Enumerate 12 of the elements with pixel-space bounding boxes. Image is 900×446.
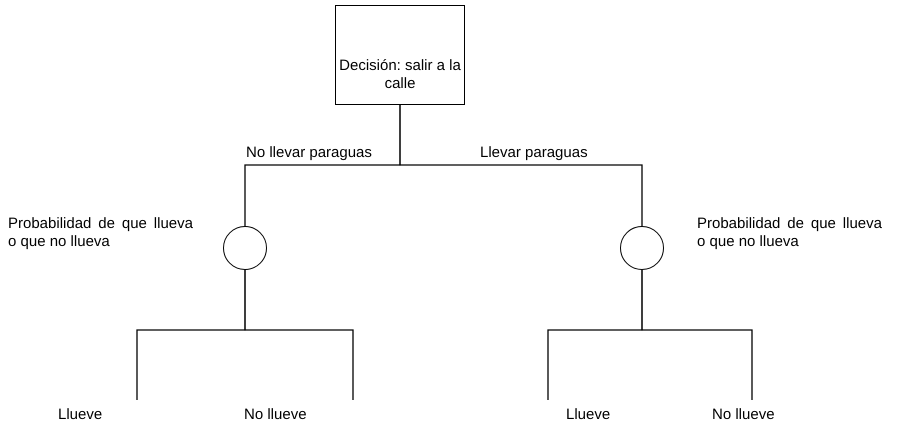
connector-line (641, 270, 753, 400)
outcome-label: Llueve (566, 400, 626, 424)
edge-label: No llevar paraguas (246, 145, 372, 160)
outcome-label: No llueve (244, 400, 354, 424)
outcome-label: Llueve (58, 400, 140, 424)
connector-line (244, 270, 354, 400)
decision-box: Decisión: salir a la calle (335, 5, 465, 105)
probability-note: Probabilidad de que llueva o que no llueva (697, 215, 882, 251)
probability-note: Probabilidad de que llueva o que no llueva (8, 215, 193, 251)
edge-label: Llevar paraguas (480, 145, 588, 160)
outcome-label: No llueve (712, 400, 802, 424)
connector-line (399, 105, 643, 226)
